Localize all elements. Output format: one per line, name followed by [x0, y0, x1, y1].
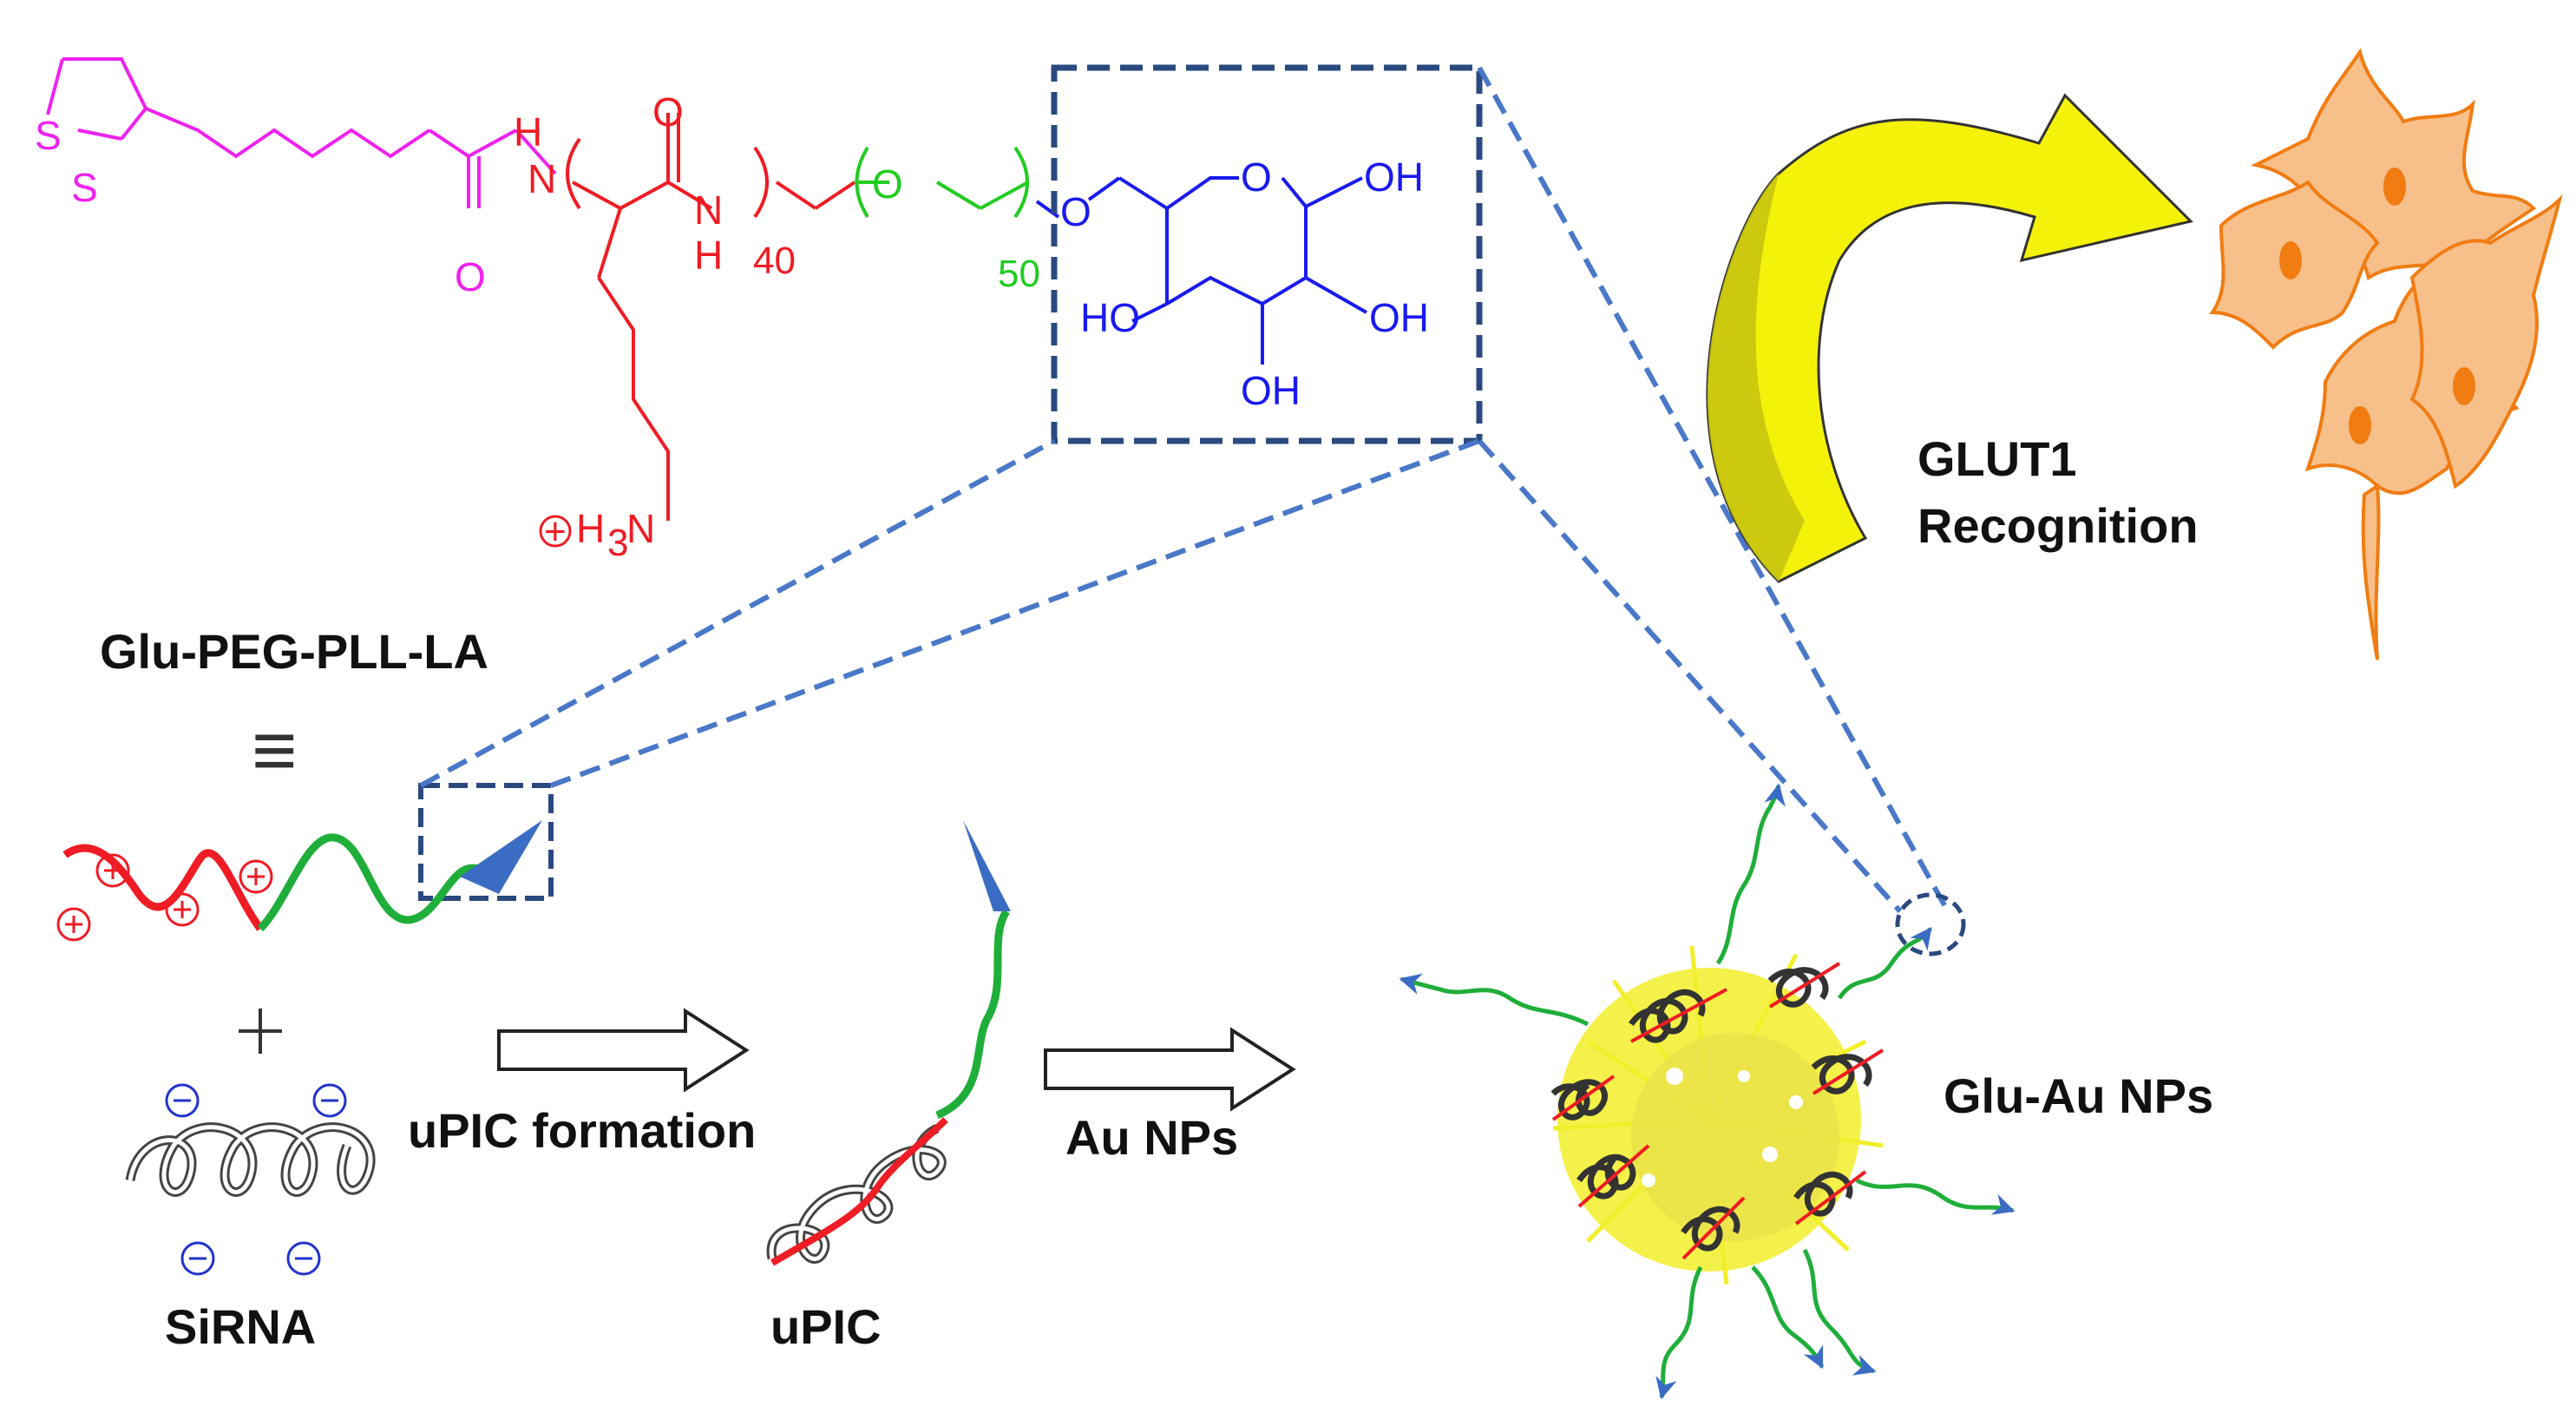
positive-charge-signs [65, 862, 265, 933]
equivalence-sign: ≡ [252, 707, 298, 794]
glucose-group [1035, 176, 1367, 365]
peg-segment [257, 833, 488, 932]
lipoic-acid-group [46, 57, 517, 208]
polymer-name: Glu-PEG-PLL-LA [100, 624, 488, 679]
carbonyl-oxygen-1: O [455, 254, 486, 299]
ring-oxygen: O [1241, 154, 1272, 200]
pll-segment [62, 844, 264, 931]
plus-sign [239, 1009, 282, 1054]
glucose-highlight-box [1051, 64, 1483, 444]
amine-h: H [576, 506, 605, 551]
gold-sparkles [1642, 1068, 1803, 1187]
target-cells [2209, 48, 2563, 660]
peg-oxygen: O [872, 161, 903, 207]
hydroxyl-2: OH [1369, 295, 1429, 340]
pll-repeat-count: 40 [753, 240, 796, 282]
sulfur-1: S [35, 113, 62, 158]
peg-block [855, 146, 1029, 219]
ligand-highlight-circle [1895, 892, 1966, 956]
amide-hydrogen-2: H [694, 233, 723, 278]
amine-n: N [626, 506, 655, 551]
surface-sirna-red [1551, 962, 1884, 1260]
sirna-coil [125, 1083, 376, 1276]
glucose-ligand-arrowhead [460, 820, 542, 894]
polymer-cartoon: Glu-PEG-PLL-LA ≡ [56, 624, 542, 942]
sirna-label: SiRNA [165, 1299, 316, 1354]
zoom-lines [419, 66, 1950, 914]
upic-complex [766, 820, 1011, 1266]
carbonyl-oxygen-2: O [652, 89, 684, 135]
polymer-end-highlight-box [418, 783, 554, 901]
chemical-structure: S S O N H O N H 40 + H 3 N [35, 57, 1429, 564]
cell-nuclei [2279, 168, 2475, 444]
amide-hydrogen-1: H [514, 109, 542, 154]
amine-group: + H 3 N [539, 506, 655, 564]
hydroxyl-4: HO [1080, 295, 1140, 340]
positive-charges [56, 853, 273, 942]
glut1-recognition-arrow [1706, 93, 2193, 583]
pll-block [515, 113, 769, 521]
glu-au-nanoparticle [1399, 783, 2016, 1400]
upic-ligand-arrowhead [963, 820, 1011, 911]
glu-au-nps-label: Glu-Au NPs [1943, 1068, 2213, 1123]
glycosidic-oxygen: O [1060, 189, 1091, 234]
peg-repeat-count: 50 [998, 253, 1040, 295]
upic-formation-arrow [497, 1008, 750, 1093]
upic-label: uPIC [770, 1299, 882, 1354]
negative-charges [165, 1083, 347, 1276]
au-nps-label: Au NPs [1065, 1110, 1238, 1165]
hydroxyl-1: OH [1364, 154, 1424, 200]
negative-charge-signs [174, 1099, 338, 1260]
zoom-indicators [418, 64, 1966, 956]
amide-nitrogen-1: N [528, 156, 556, 201]
au-nps-arrow [1044, 1027, 1296, 1112]
hydroxyl-3: OH [1241, 368, 1301, 413]
peg-chains [1399, 783, 2016, 1400]
glut1-label-line1: GLUT1 [1917, 431, 2077, 486]
cell-tail [2361, 483, 2381, 660]
glut1-label-line2: Recognition [1917, 498, 2199, 553]
amine-subscript: 3 [607, 522, 628, 564]
upic-formation-label: uPIC formation [408, 1103, 756, 1158]
cell-4 [2409, 194, 2563, 490]
amine-charge: + [544, 510, 567, 553]
amide-nitrogen-2: N [694, 187, 723, 233]
sulfur-2: S [71, 165, 98, 210]
